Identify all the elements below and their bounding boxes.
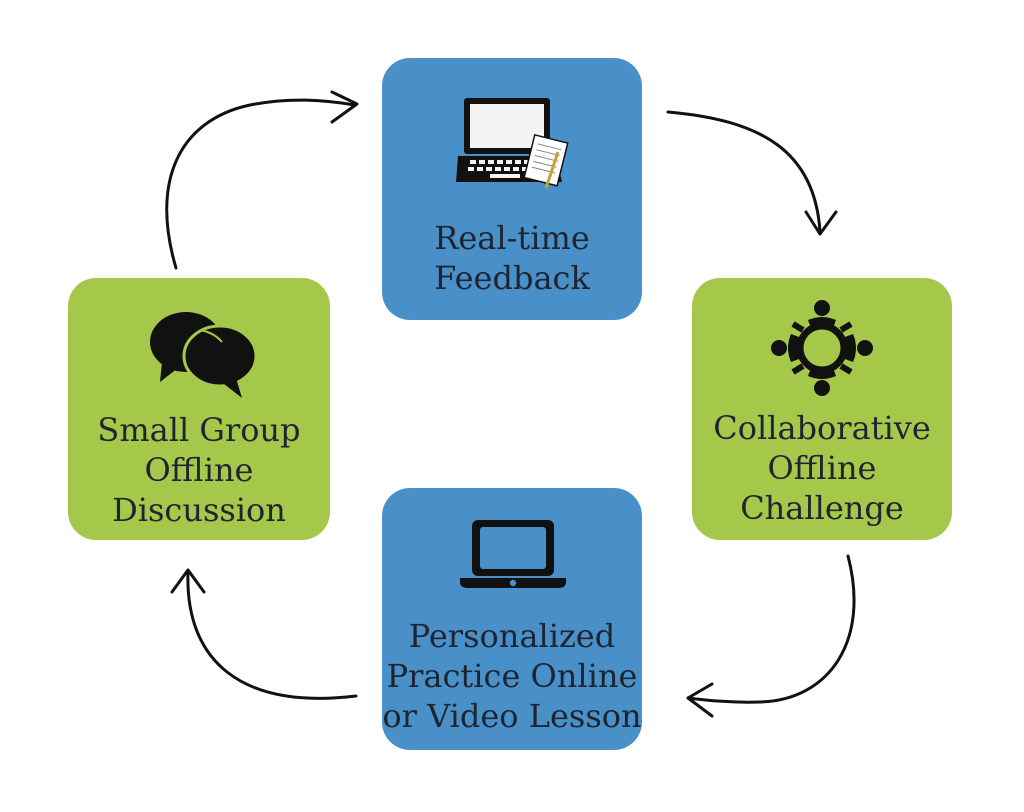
step-label: Small Group Offline Discussion bbox=[97, 411, 301, 529]
step-card-personalized-practice: Personalized Practice Online or Video Le… bbox=[382, 488, 642, 750]
arrowhead-right-to-bottom bbox=[686, 682, 714, 718]
arrowhead-bottom-to-left bbox=[170, 568, 206, 594]
step-label: Collaborative Offline Challenge bbox=[713, 409, 931, 527]
group-collaboration-icon bbox=[771, 300, 873, 396]
step-card-real-time-feedback: Real-time Feedback bbox=[382, 58, 642, 320]
step-card-small-group-offline-discussion: Small Group Offline Discussion bbox=[68, 278, 330, 540]
arrow-bottom-to-left bbox=[186, 570, 358, 700]
arrowhead-top-to-right bbox=[804, 210, 838, 236]
step-card-collaborative-offline-challenge: Collaborative Offline Challenge bbox=[692, 278, 952, 540]
step-label: Real-time Feedback bbox=[434, 219, 590, 297]
step-label: Personalized Practice Online or Video Le… bbox=[382, 617, 642, 735]
arrow-right-to-bottom bbox=[686, 554, 856, 704]
speech-bubbles-icon bbox=[150, 312, 258, 398]
laptop-icon bbox=[460, 520, 566, 588]
arrowhead-left-to-top bbox=[330, 90, 359, 124]
arrow-top-to-right bbox=[666, 110, 822, 234]
laptop-with-papers-icon bbox=[456, 98, 569, 189]
arrow-left-to-top bbox=[165, 98, 357, 270]
